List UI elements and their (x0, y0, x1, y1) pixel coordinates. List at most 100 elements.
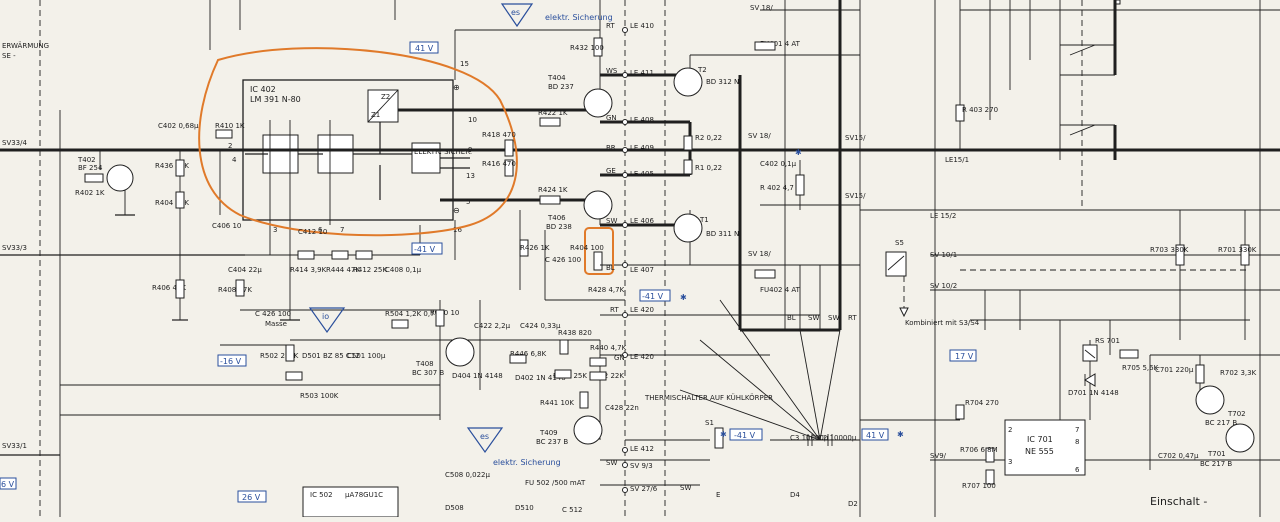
svg-text:R2 0,22: R2 0,22 (695, 134, 722, 142)
svg-text:C 512: C 512 (562, 506, 582, 514)
svg-text:BL: BL (606, 264, 615, 272)
svg-text:D701 1N 4148: D701 1N 4148 (1068, 389, 1119, 397)
svg-text:Einschalt -: Einschalt - (1150, 495, 1207, 508)
svg-text:R418 470: R418 470 (482, 131, 516, 139)
svg-text:C 426 100: C 426 100 (255, 310, 291, 318)
svg-text:T2: T2 (697, 66, 707, 74)
svg-text:SW: SW (606, 217, 617, 225)
svg-text:T408: T408 (415, 360, 434, 368)
svg-text:BD 238: BD 238 (546, 223, 572, 231)
svg-text:R422 1K: R422 1K (538, 109, 568, 117)
svg-text:R438 820: R438 820 (558, 329, 592, 337)
svg-text:Masse: Masse (265, 320, 287, 328)
triangle-es-bottom: es (480, 432, 489, 441)
note-elektr-sicherung-bottom: elektr. Sicherung (493, 458, 561, 467)
svg-text:R420 10: R420 10 (430, 309, 459, 317)
svg-text:R1 0,22: R1 0,22 (695, 164, 722, 172)
svg-text:R442 22K: R442 22K (590, 372, 624, 380)
le-terminal-column (460, 0, 820, 517)
svg-text:C402 0,1µ: C402 0,1µ (760, 160, 797, 168)
svg-text:SV 9/3: SV 9/3 (630, 462, 653, 470)
svg-text:BR: BR (606, 144, 616, 152)
svg-text:SW: SW (828, 314, 839, 322)
svg-text:SV33/1: SV33/1 (2, 442, 27, 450)
svg-text:T1: T1 (699, 216, 709, 224)
svg-text:3: 3 (273, 226, 277, 234)
svg-text:C701 220µ: C701 220µ (1155, 366, 1194, 374)
svg-text:SV 18/: SV 18/ (748, 250, 771, 258)
svg-text:✱: ✱ (720, 430, 727, 439)
svg-text:BD 237: BD 237 (548, 83, 574, 91)
triangle-markers: es elektr. Sicherung io es elektr. Siche… (308, 3, 613, 467)
svg-text:D508: D508 (445, 504, 464, 512)
svg-text:LE 410: LE 410 (630, 22, 654, 30)
svg-text:µA78GU1C: µA78GU1C (345, 491, 383, 499)
svg-text:LE 420: LE 420 (630, 353, 654, 361)
svg-text:FU401 4 AT: FU401 4 AT (760, 40, 801, 48)
svg-text:RT: RT (606, 22, 615, 30)
svg-text:C3 10000µ: C3 10000µ (790, 434, 829, 442)
ic701-type: NE 555 (1025, 447, 1054, 456)
svg-text:R703 330K: R703 330K (1150, 246, 1189, 254)
svg-text:Z2: Z2 (381, 93, 390, 101)
svg-text:SV15/: SV15/ (845, 192, 866, 200)
svg-text:D402 1N 4148: D402 1N 4148 (515, 374, 566, 382)
svg-text:S5: S5 (895, 239, 904, 247)
svg-text:BC 237 B: BC 237 B (536, 438, 568, 446)
annotation-circle-ic402 (198, 47, 518, 237)
svg-text:T409: T409 (539, 429, 558, 437)
svg-text:SV33/4: SV33/4 (2, 139, 27, 147)
svg-text:SV9/: SV9/ (930, 452, 947, 460)
svg-text:SV15/: SV15/ (845, 134, 866, 142)
svg-text:R503 100K: R503 100K (300, 392, 339, 400)
note-elektr-sicherung-top: elektr. Sicherung (545, 13, 613, 22)
voltage-41-mid: -41 V (642, 292, 664, 301)
svg-text:D501 BZ 85 C12: D501 BZ 85 C12 (302, 352, 360, 360)
svg-text:S1: S1 (705, 419, 714, 427)
voltage-41-top: 41 V (415, 44, 434, 53)
svg-text:D404 1N 4148: D404 1N 4148 (452, 372, 503, 380)
svg-text:LE 409: LE 409 (630, 144, 654, 152)
svg-text:C 426 100: C 426 100 (545, 256, 581, 264)
svg-text:LE15/1: LE15/1 (945, 156, 969, 164)
svg-text:⊕: ⊕ (453, 83, 460, 92)
voltage-41-bottom: -41 V (734, 431, 756, 440)
svg-text:✱: ✱ (680, 293, 687, 302)
svg-text:R504 1,2K 0,7W: R504 1,2K 0,7W (385, 310, 442, 318)
svg-text:R705 5,6K: R705 5,6K (1122, 364, 1159, 372)
svg-text:SV 10/1: SV 10/1 (930, 251, 957, 259)
svg-text:BC 307 B: BC 307 B (412, 369, 444, 377)
svg-text:R412 25K: R412 25K (353, 266, 387, 274)
svg-text:R404 100: R404 100 (570, 244, 604, 252)
voltage-labels: 41 V -41 V -41 V -16 V 17 V -41 V 41 V 2… (0, 41, 977, 503)
svg-text:C402 0,68µ: C402 0,68µ (158, 122, 199, 130)
svg-text:7: 7 (1075, 426, 1079, 434)
svg-text:LE 405: LE 405 (630, 170, 654, 178)
svg-text:T402: T402 (77, 156, 96, 164)
svg-text:SV33/3: SV33/3 (2, 244, 27, 252)
wiring-right: IC 701 NE 555 2 3 7 8 6 (738, 0, 1280, 517)
svg-text:R402 1K: R402 1K (75, 189, 105, 197)
svg-text:SV 18/: SV 18/ (748, 132, 771, 140)
svg-text:BC 217 B: BC 217 B (1205, 419, 1237, 427)
triangle-es-top: es (511, 8, 520, 17)
svg-text:R424 1K: R424 1K (538, 186, 568, 194)
svg-text:C406 10: C406 10 (212, 222, 241, 230)
svg-text:LE 412: LE 412 (630, 445, 654, 453)
svg-text:RT: RT (848, 314, 857, 322)
svg-text:LE 411: LE 411 (630, 69, 654, 77)
svg-text:T404: T404 (547, 74, 566, 82)
svg-text:C508 0,022µ: C508 0,022µ (445, 471, 491, 479)
svg-text:C2 10000µ: C2 10000µ (818, 434, 857, 442)
annotation-box-r404 (584, 227, 614, 275)
svg-text:✱: ✱ (897, 430, 904, 439)
svg-text:THERMISCHALTER AUF KÜHLKÖRPER: THERMISCHALTER AUF KÜHLKÖRPER (644, 393, 773, 402)
svg-text:D2: D2 (848, 500, 858, 508)
svg-text:BF 254: BF 254 (78, 164, 103, 172)
svg-text:SE -: SE - (2, 52, 16, 60)
svg-text:R446 6,8K: R446 6,8K (510, 350, 547, 358)
ic402-type: LM 391 N-80 (250, 95, 301, 104)
svg-text:R706 6,8M: R706 6,8M (960, 446, 998, 454)
svg-text:C702 0,47µ: C702 0,47µ (1158, 452, 1199, 460)
svg-text:R406 47K: R406 47K (152, 284, 186, 292)
